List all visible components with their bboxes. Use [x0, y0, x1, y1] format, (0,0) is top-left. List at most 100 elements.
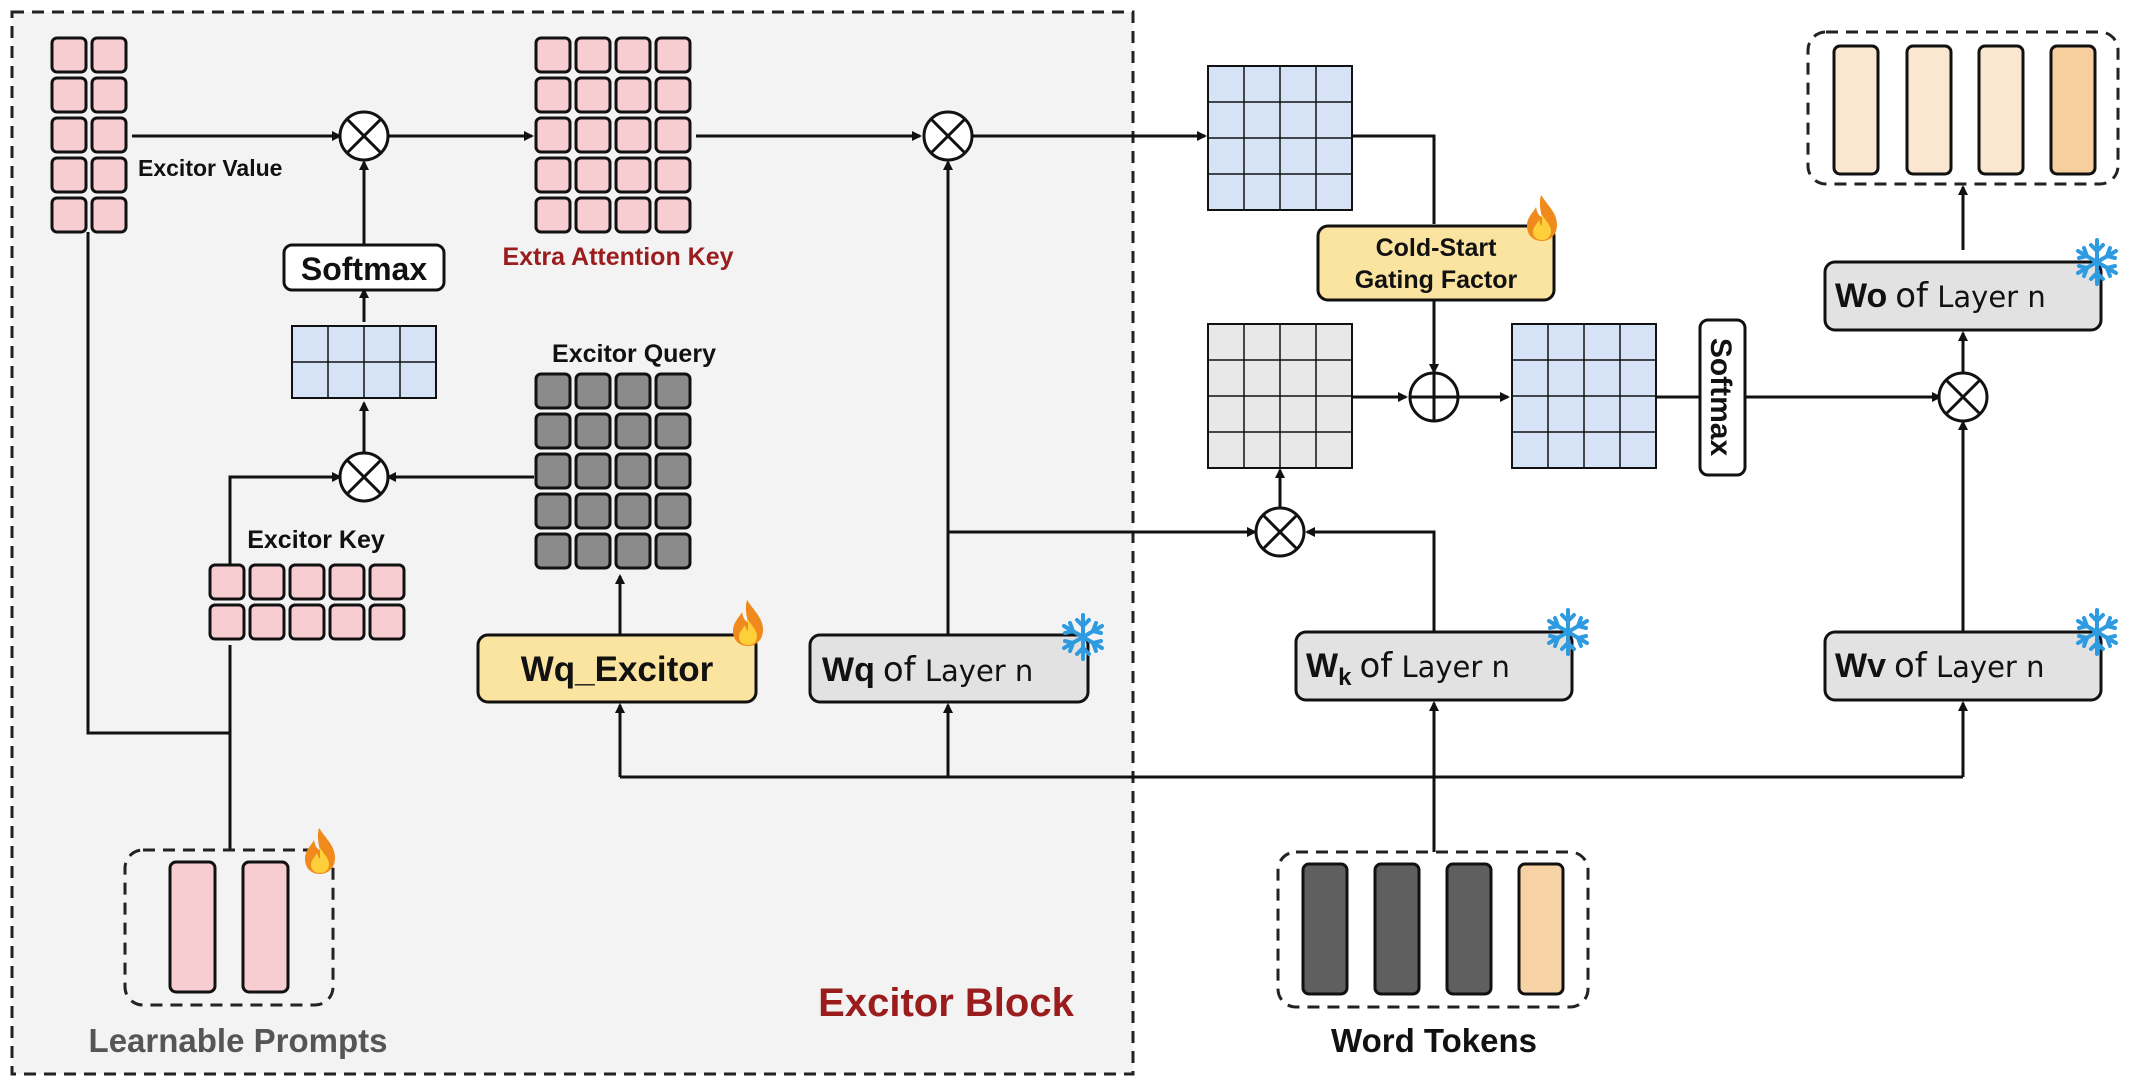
matrix-cell: [90, 36, 128, 74]
matrix-cell: [50, 116, 88, 154]
matrix-cell: [90, 196, 128, 234]
matrix-cell: [90, 116, 128, 154]
multiply-operator-middle: [922, 110, 974, 162]
flame-icon: [1527, 195, 1557, 241]
matrix-cell: [614, 492, 652, 530]
matrix-cell: [288, 563, 326, 601]
matrix-cell: [614, 532, 652, 570]
extra-attention-key-matrix: [534, 36, 692, 234]
matrix-cell: [248, 563, 286, 601]
matrix-cell: [574, 196, 612, 234]
softmax-box-right: Softmax: [1698, 318, 1747, 477]
matrix-cell: [574, 116, 612, 154]
wv-label: Wv: [1835, 647, 1886, 685]
matrix-cell: [574, 492, 612, 530]
multiply-operator-key: [338, 451, 390, 503]
multiply-operator-top: [338, 110, 390, 162]
matrix-cell: [90, 156, 128, 194]
matrix-cell: [654, 532, 692, 570]
of-label: of: [883, 650, 917, 690]
of-label: of: [1895, 276, 1929, 316]
excitor-key-matrix: [208, 563, 406, 641]
word-tokens-group: [1276, 850, 1590, 1009]
matrix-cell: [614, 36, 652, 74]
matrix-cell: [654, 452, 692, 490]
plus-operator: [1408, 371, 1460, 423]
layer-n-label: Layer n: [1928, 280, 2046, 314]
connection-wires: [86, 131, 1968, 852]
matrix-cell: [654, 412, 692, 450]
wq-label: Wq: [822, 651, 875, 689]
matrix-cell: [534, 116, 572, 154]
wk-label: W: [1306, 647, 1339, 685]
matrix-cell: [534, 412, 572, 450]
matrix-cell: [328, 563, 366, 601]
of-label: of: [1894, 646, 1928, 686]
matrix-cell: [654, 76, 692, 114]
wq-excitor-box: Wq_Excitor: [476, 633, 758, 704]
matrix-cell: [614, 372, 652, 410]
softmax-left-label: Softmax: [301, 251, 427, 287]
learnable-prompts-group: [123, 848, 335, 1007]
matrix-cell: [574, 452, 612, 490]
combined-attention-grid: [1511, 323, 1657, 469]
matrix-cell: [90, 76, 128, 114]
attention-scores-grid: [1207, 323, 1353, 469]
layer-n-label: Layer n: [1927, 650, 2045, 684]
excitor-block-label: Excitor Block: [818, 981, 1074, 1025]
excitor-key-label: Excitor Key: [247, 526, 385, 554]
matrix-cell: [574, 76, 612, 114]
matrix-cell: [654, 372, 692, 410]
matrix-cell: [614, 116, 652, 154]
matrix-cell: [50, 76, 88, 114]
matrix-cell: [574, 412, 612, 450]
matrix-cell: [328, 603, 366, 641]
matrix-cell: [654, 156, 692, 194]
matrix-cell: [534, 492, 572, 530]
matrix-cell: [50, 36, 88, 74]
learnable-prompts-label: Learnable Prompts: [89, 1022, 388, 1059]
softmax-box-left: Softmax: [282, 243, 446, 292]
matrix-cell: [614, 76, 652, 114]
matrix-cell: [574, 156, 612, 194]
excitor-query-matrix: [534, 372, 692, 570]
softmax-right-label: Softmax: [1704, 338, 1737, 457]
matrix-cell: [208, 603, 246, 641]
multiply-operator-center: [1254, 506, 1306, 558]
matrix-cell: [574, 372, 612, 410]
cold-start-line2: Gating Factor: [1355, 266, 1518, 294]
matrix-cell: [654, 116, 692, 154]
matrix-cell: [654, 196, 692, 234]
wo-label: Wo: [1835, 277, 1887, 315]
matrix-cell: [534, 196, 572, 234]
excitor-value-label: Excitor Value: [138, 155, 282, 181]
matrix-cell: [614, 452, 652, 490]
matrix-cell: [614, 156, 652, 194]
matrix-cell: [368, 603, 406, 641]
matrix-cell: [614, 412, 652, 450]
extra-attention-scores-grid: [1207, 65, 1353, 211]
matrix-cell: [534, 36, 572, 74]
layer-n-label: Layer n: [916, 654, 1034, 688]
matrix-cell: [534, 76, 572, 114]
matrix-cell: [654, 36, 692, 74]
wk-subscript: k: [1338, 664, 1352, 691]
matrix-cell: [248, 603, 286, 641]
output-tokens-group: [1806, 30, 2120, 186]
matrix-cell: [288, 603, 326, 641]
matrix-cell: [208, 563, 246, 601]
layer-n-label: Layer n: [1392, 650, 1510, 684]
matrix-cell: [50, 156, 88, 194]
attention-weights-grid: [291, 325, 437, 399]
extra-attention-key-label: Extra Attention Key: [502, 243, 733, 271]
matrix-cell: [654, 492, 692, 530]
wq-excitor-label: Wq_Excitor: [521, 650, 714, 689]
matrix-cell: [534, 452, 572, 490]
